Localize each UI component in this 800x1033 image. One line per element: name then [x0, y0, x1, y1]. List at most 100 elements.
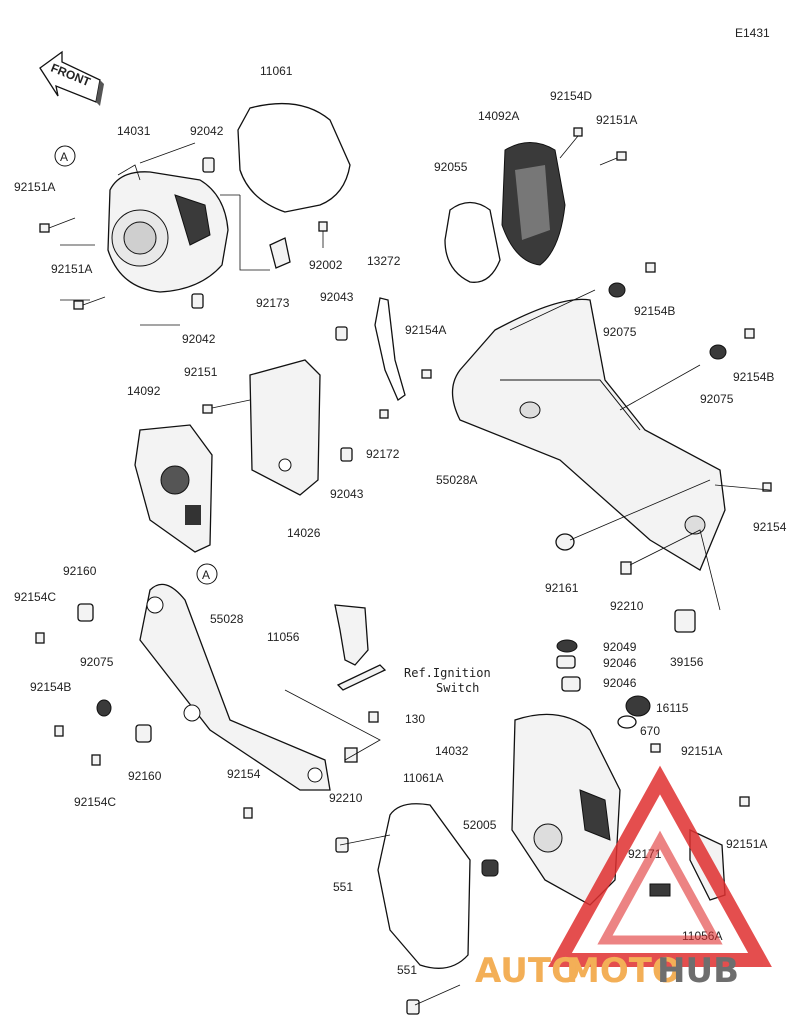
label-92154c-bottom: 92154C: [74, 795, 116, 809]
gasket-13272: [374, 297, 406, 401]
label-14092: 14092: [127, 384, 161, 398]
ring-92046-2: [561, 676, 581, 692]
label-92042-bottom: 92042: [182, 332, 216, 346]
collar-92210-left: [344, 747, 358, 763]
bracket-92173: [269, 237, 291, 269]
plug-92049: [556, 639, 578, 653]
label-14031: 14031: [117, 124, 151, 138]
washer-92075-1: [608, 282, 626, 298]
bolt-92154a: [421, 369, 432, 379]
label-92151a-lr: 92151A: [726, 837, 767, 851]
label-551-top: 551: [333, 880, 353, 894]
label-92154d: 92154D: [550, 89, 592, 103]
label-11061a: 11061A: [403, 771, 443, 785]
bracket-11056: [334, 604, 369, 666]
svg-text:A: A: [202, 568, 210, 582]
label-92210-left: 92210: [329, 791, 363, 805]
bolt-92151a-mid-right: [650, 743, 661, 753]
part-labels: 11061 14031 92042 92151A 92002 92173 921…: [14, 64, 787, 977]
label-92046-1: 92046: [603, 656, 637, 670]
oring-670: [617, 715, 637, 729]
bolt-92151: [202, 399, 251, 414]
label-92075-2: 92075: [700, 392, 734, 406]
bolt-92154d: [559, 127, 583, 159]
label-92055: 92055: [434, 160, 468, 174]
grommet-92160-top: [77, 603, 94, 622]
bolt-92154-right: [762, 482, 772, 492]
bolt-92154b-2: [744, 328, 755, 339]
label-92173: 92173: [256, 296, 290, 310]
diagram-code: E1431: [735, 26, 770, 40]
label-92046-2: 92046: [603, 676, 637, 690]
bolt-92154-bottom: [243, 807, 253, 819]
label-92002: 92002: [309, 258, 343, 272]
dowel-92043-top: [335, 326, 348, 341]
label-92172: 92172: [366, 447, 400, 461]
plug-16115: [625, 695, 651, 717]
label-92151a-mr: 92151A: [681, 744, 722, 758]
washer-92075-left: [96, 699, 112, 717]
label-92151a-2: 92151A: [51, 262, 92, 276]
label-55028a: 55028A: [436, 473, 477, 487]
ref-note-line1: Ref.Ignition: [404, 666, 491, 680]
damper-39156: [674, 609, 696, 633]
label-92151a-tr: 92151A: [596, 113, 637, 127]
label-92160-top: 92160: [63, 564, 97, 578]
ref-note-line2: Switch: [436, 681, 479, 695]
generator-cover-14031: [107, 164, 229, 293]
gasket-11061: [237, 102, 351, 213]
label-92160-bottom: 92160: [128, 769, 162, 783]
bolt-92154c-bottom: [91, 754, 101, 766]
ignition-bar: [336, 664, 387, 691]
label-92043-top: 92043: [320, 290, 354, 304]
dowel-551-bottom: [406, 999, 420, 1015]
bolt-92154b-1: [645, 262, 656, 273]
callout-a-top: A: [54, 145, 76, 167]
label-92154a: 92154A: [405, 323, 446, 337]
label-670: 670: [640, 724, 660, 738]
label-55028: 55028: [210, 612, 244, 626]
label-92075-left: 92075: [80, 655, 114, 669]
label-92154b-2: 92154B: [733, 370, 774, 384]
washer-92075-2: [709, 344, 727, 360]
dowel-92042-bottom: [191, 293, 204, 309]
collar-92210-right: [620, 561, 632, 575]
label-92154b-left: 92154B: [30, 680, 71, 694]
label-92154c-top: 92154C: [14, 590, 56, 604]
grommet-92160-bottom: [135, 724, 152, 743]
bolt-92154b-left: [54, 725, 64, 737]
cover-55028a: [451, 298, 726, 571]
label-92151: 92151: [184, 365, 218, 379]
label-92161: 92161: [545, 581, 579, 595]
bolt-92151a-2: [73, 296, 106, 310]
bolt-92151a-top-right: [599, 151, 627, 166]
watermark-moto: MOTO: [566, 951, 681, 991]
watermark-logo: AUTO MOTO HUB: [475, 765, 772, 991]
label-92049: 92049: [603, 640, 637, 654]
watermark-hub: HUB: [657, 951, 739, 991]
cover-14092: [134, 424, 213, 553]
cap-52005: [481, 859, 499, 877]
label-92042-top: 92042: [190, 124, 224, 138]
label-14092a: 14092A: [478, 109, 519, 123]
dowel-92042-top: [202, 157, 215, 173]
label-13272: 13272: [367, 254, 401, 268]
watermark-auto: AUTO: [475, 951, 580, 991]
cover-55028: [139, 583, 331, 791]
label-551-bottom: 551: [397, 963, 417, 977]
label-92043-bottom: 92043: [330, 487, 364, 501]
svg-text:A: A: [60, 150, 68, 164]
ring-92046-1: [556, 655, 576, 669]
cover-14092a: [501, 142, 566, 266]
label-92154b-1: 92154B: [634, 304, 675, 318]
cap-92161: [555, 533, 575, 551]
label-16115: 16115: [656, 701, 689, 715]
cover-14026: [249, 359, 321, 496]
label-14026: 14026: [287, 526, 321, 540]
label-92154-bottom: 92154: [227, 767, 261, 781]
label-52005: 52005: [463, 818, 497, 832]
label-39156: 39156: [670, 655, 704, 669]
gasket-11061a: [377, 803, 471, 969]
bolt-92151a-low-right: [739, 796, 750, 807]
cover-14032: [511, 713, 621, 906]
